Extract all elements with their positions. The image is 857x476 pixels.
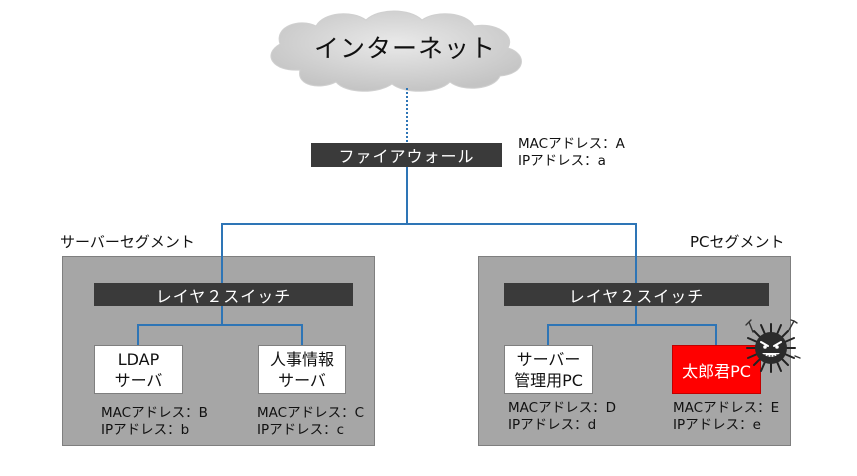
hr-server-line2: サーバ bbox=[278, 370, 326, 390]
admin-pc-mac: MACアドレス：D bbox=[508, 400, 616, 416]
firewall-mac: MACアドレス：A bbox=[518, 136, 625, 152]
internet-label: インターネット bbox=[313, 34, 496, 63]
ldap-server-line1: LDAP bbox=[117, 349, 160, 369]
ldap-server-line2: サーバ bbox=[114, 370, 163, 390]
server-segment-title: サーバーセグメント bbox=[60, 233, 195, 251]
admin-pc-line2: 管理用PC bbox=[514, 370, 583, 390]
firewall-box: ファイアウォール bbox=[311, 143, 502, 167]
server-admin-pc: サーバー 管理用PC bbox=[504, 345, 593, 394]
firewall-address: MACアドレス：A IPアドレス：a bbox=[518, 136, 625, 170]
taro-pc: 太郎君PC bbox=[672, 345, 761, 394]
admin-pc-address: MACアドレス：D IPアドレス：d bbox=[508, 400, 616, 434]
ldap-server: LDAP サーバ bbox=[94, 345, 183, 394]
hr-server-line1: 人事情報 bbox=[269, 349, 334, 369]
taro-pc-ip: IPアドレス：e bbox=[673, 417, 761, 433]
pc-switch-links bbox=[547, 324, 717, 345]
server-switch-links bbox=[137, 324, 303, 345]
ldap-mac: MACアドレス：B bbox=[101, 405, 208, 421]
taro-pc-address: MACアドレス：E IPアドレス：e bbox=[673, 400, 779, 434]
firewall-ip: IPアドレス：a bbox=[518, 153, 606, 169]
taro-pc-label: 太郎君PC bbox=[682, 361, 751, 381]
hr-info-server: 人事情報 サーバ bbox=[258, 345, 346, 394]
admin-pc-ip: IPアドレス：d bbox=[508, 417, 597, 433]
pc-switch-label: レイヤ２スイッチ bbox=[568, 286, 705, 306]
backbone-link bbox=[221, 223, 637, 283]
server-segment-switch: レイヤ２スイッチ bbox=[94, 283, 353, 306]
taro-pc-mac: MACアドレス：E bbox=[673, 400, 780, 416]
hr-mac: MACアドレス：C bbox=[257, 405, 364, 421]
hr-ip: IPアドレス：c bbox=[257, 422, 345, 438]
firewall-label: ファイアウォール bbox=[338, 147, 475, 166]
pc-segment-title: PCセグメント bbox=[690, 233, 785, 251]
ldap-address: MACアドレス：B IPアドレス：b bbox=[101, 405, 208, 439]
pc-segment-switch: レイヤ２スイッチ bbox=[504, 283, 769, 306]
hr-address: MACアドレス：C IPアドレス：c bbox=[257, 405, 364, 439]
admin-pc-line1: サーバー bbox=[516, 349, 581, 369]
malware-virus-icon bbox=[745, 319, 801, 373]
server-switch-label: レイヤ２スイッチ bbox=[155, 286, 292, 306]
ldap-ip: IPアドレス：b bbox=[101, 422, 190, 438]
